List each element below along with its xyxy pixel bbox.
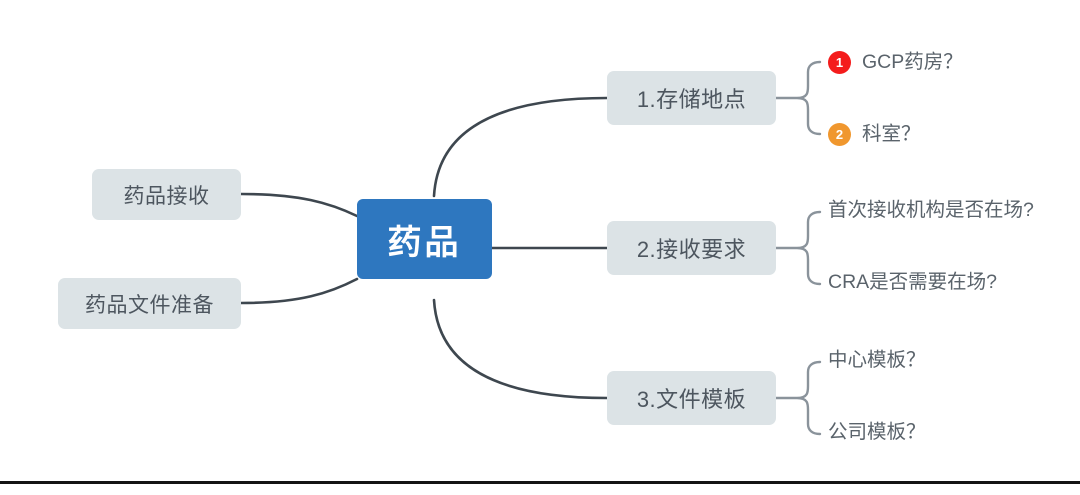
leaf-center-template-label: 中心模板？ bbox=[828, 349, 926, 371]
leaf-company-template-label: 公司模板？ bbox=[828, 421, 926, 443]
right-node-doc-template-label: 3.文件模板 bbox=[636, 387, 747, 412]
connector-right-3 bbox=[432, 298, 609, 400]
leaf-gcp-pharmacy-label: GCP药房？ bbox=[862, 50, 963, 73]
right-node-doc-template[interactable]: 3.文件模板 bbox=[607, 371, 776, 425]
connector-left-1 bbox=[239, 192, 359, 218]
connector-right-1 bbox=[432, 96, 609, 198]
badge-number-icon: 1 bbox=[828, 51, 851, 74]
left-node-drug-doc-prep[interactable]: 药品文件准备 bbox=[58, 278, 241, 329]
bottom-divider bbox=[0, 481, 1080, 484]
right-node-storage-location-label: 1.存储地点 bbox=[636, 87, 747, 112]
leaf-first-receipt-institution[interactable]: 首次接收机构是否在场? bbox=[828, 199, 1034, 221]
left-node-drug-doc-prep-label: 药品文件准备 bbox=[85, 293, 214, 317]
root-node[interactable]: 药品 bbox=[357, 199, 492, 279]
brace-branch-2 bbox=[774, 210, 822, 286]
brace-branch-1 bbox=[774, 60, 822, 136]
leaf-center-template[interactable]: 中心模板？ bbox=[828, 349, 926, 371]
leaf-first-receipt-institution-label: 首次接收机构是否在场? bbox=[828, 199, 1034, 221]
left-node-drug-receiving[interactable]: 药品接收 bbox=[92, 169, 241, 220]
leaf-company-template[interactable]: 公司模板？ bbox=[828, 421, 926, 443]
left-node-drug-receiving-label: 药品接收 bbox=[123, 184, 210, 208]
leaf-cra-presence[interactable]: CRA是否需要在场? bbox=[828, 271, 998, 293]
badge-number-icon: 2 bbox=[828, 123, 851, 146]
leaf-department-label: 科室？ bbox=[862, 122, 921, 145]
leaf-cra-presence-label: CRA是否需要在场? bbox=[828, 271, 998, 293]
right-node-storage-location[interactable]: 1.存储地点 bbox=[607, 71, 776, 125]
connector-left-2 bbox=[239, 277, 359, 305]
right-node-receiving-requirements-label: 2.接收要求 bbox=[636, 237, 747, 262]
root-node-label: 药品 bbox=[387, 223, 462, 262]
leaf-gcp-pharmacy[interactable]: 1 GCP药房？ bbox=[828, 51, 963, 74]
leaf-department[interactable]: 2 科室？ bbox=[828, 123, 921, 146]
brace-branch-3 bbox=[774, 360, 822, 436]
right-node-receiving-requirements[interactable]: 2.接收要求 bbox=[607, 221, 776, 275]
